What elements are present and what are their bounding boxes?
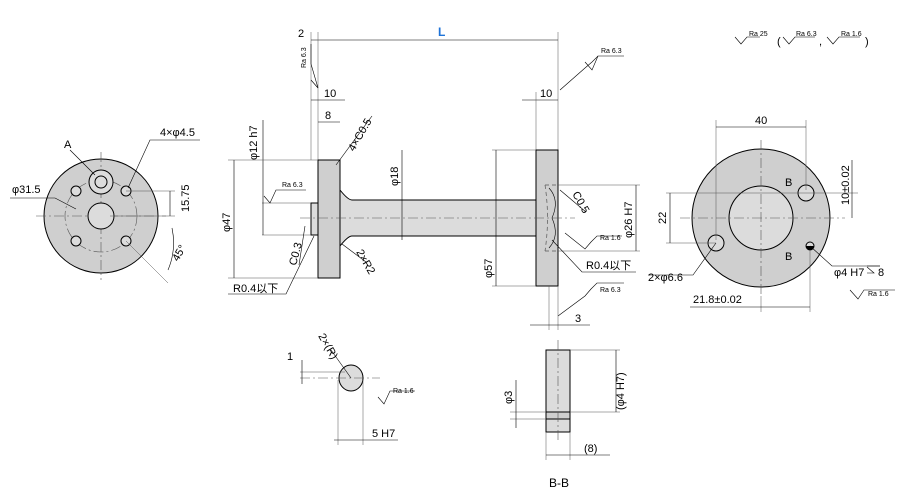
detail-r: 1 2×(R) Ra 1.6 5 H7	[287, 332, 415, 445]
leader	[551, 239, 636, 273]
dim-phi3: φ3	[503, 391, 515, 404]
dim-phi26: φ26 H7	[623, 202, 635, 239]
leader	[809, 245, 880, 267]
dim-40: 40	[755, 115, 767, 127]
left-end-view: A 4×φ4.5 φ31.5 15.75 45°	[10, 127, 200, 284]
dim-phi4: (φ4 H7)	[615, 372, 627, 410]
r04-left: R0.4以下	[233, 283, 278, 295]
dim-phi57: φ57	[483, 259, 495, 278]
spigot	[310, 202, 319, 236]
dim-10: 10±0.02	[840, 165, 852, 205]
pin-hole-label: φ4 H7	[834, 267, 864, 279]
ra-legend: Ra 25 ( Ra 6.3 , Ra 1.6 )	[734, 31, 869, 48]
depth-symbol-icon	[866, 265, 880, 274]
leader	[298, 225, 306, 266]
roughness-symbol-icon	[559, 55, 624, 91]
dim-22: 22	[657, 212, 669, 224]
extension-line	[125, 240, 169, 284]
leader	[127, 139, 200, 189]
dim-8-section: (8)	[584, 443, 597, 455]
chamfer-label: 4×C0.5	[346, 117, 374, 154]
roughness-symbol-icon	[557, 282, 624, 317]
label-b-bottom: B	[785, 251, 792, 263]
dim-c03: C0.3	[287, 241, 305, 267]
leader	[559, 189, 587, 213]
roughness-symbol-icon	[849, 289, 895, 300]
dim-l: L	[438, 25, 445, 39]
dim-3: 3	[575, 313, 581, 325]
hole	[70, 235, 82, 247]
leader	[648, 242, 717, 276]
ra-legend-open: (	[777, 36, 781, 48]
ra-63-bottom: Ra 6.3	[600, 287, 621, 294]
dim-8: 8	[325, 110, 331, 122]
ra-legend-close: )	[865, 36, 869, 48]
dim-5: 5 H7	[372, 428, 395, 440]
ra-legend-alt2: Ra 1.6	[841, 31, 862, 38]
ra-flange: Ra 6.3	[282, 182, 303, 189]
dim-c05: C0.5	[569, 190, 591, 216]
right-end-view: 40 B B 10±0.02 22 2×φ6.6 φ4 H7 8 Ra 1.6 …	[648, 115, 895, 312]
leader	[69, 149, 96, 176]
left-flange	[317, 159, 341, 279]
leader	[228, 235, 315, 295]
leader	[341, 243, 367, 263]
dim-phi12: φ12 h7	[248, 125, 260, 160]
pin-hole-fill-icon	[806, 246, 814, 250]
dim-1: 1	[287, 351, 293, 363]
roughness-symbol-icon	[377, 390, 415, 405]
dim-10-right: 10	[540, 88, 552, 100]
ra-legend-main: Ra 25	[749, 31, 768, 38]
r-label: 2×(R)	[315, 332, 339, 362]
side-view: 2 L Ra 6.3 Ra 6.3 10 8 10 φ12 h7	[221, 25, 640, 330]
ra-top-right: Ra 6.3	[601, 48, 622, 55]
hole	[70, 185, 82, 197]
section-bb: φ3 (φ4 H7) (8) B-B	[503, 340, 627, 490]
roughness-symbol-icon	[584, 55, 599, 71]
leader	[335, 115, 373, 166]
holes-label-right: 2×φ6.6	[648, 272, 683, 284]
pcd-label: φ31.5	[12, 184, 41, 196]
dim-2: 2	[298, 28, 304, 40]
roughness-symbol-icon	[263, 189, 306, 204]
leader	[330, 349, 352, 379]
dim-phi18: φ18	[389, 167, 401, 186]
ra-16-side: Ra 1.6	[600, 235, 621, 242]
counterbore-inner	[94, 175, 108, 189]
roughness-symbol-icon	[734, 36, 760, 45]
roughness-symbol-icon	[826, 36, 860, 45]
roughness-symbol-icon	[564, 232, 622, 250]
dim-phi47: φ47	[221, 213, 233, 232]
dim-21-8: 21.8±0.02	[693, 294, 742, 306]
ra-top-left: Ra 6.3	[301, 47, 308, 68]
dim-r2: 2×R2	[353, 248, 377, 277]
offset-label: 15.75	[180, 184, 192, 212]
ra-legend-sep: ,	[819, 36, 822, 48]
angle-label: 45°	[170, 243, 189, 263]
depth-label: 8	[878, 267, 884, 279]
label-b-top: B	[785, 177, 792, 189]
ra-16-right: Ra 1.6	[868, 291, 889, 298]
label-a: A	[64, 139, 72, 151]
angle-arc	[167, 227, 174, 271]
section-title: B-B	[549, 476, 569, 490]
dim-10-left: 10	[324, 88, 336, 100]
r04-right: R0.4以下	[586, 260, 631, 272]
bore-hidden	[544, 184, 558, 252]
holes-label: 4×φ4.5	[160, 127, 195, 139]
roughness-symbol-icon	[310, 44, 319, 89]
ra-legend-alt1: Ra 6.3	[796, 31, 817, 38]
roughness-symbol-icon	[782, 36, 815, 45]
leader	[10, 197, 77, 210]
ra-16-detail: Ra 1.6	[393, 388, 414, 395]
